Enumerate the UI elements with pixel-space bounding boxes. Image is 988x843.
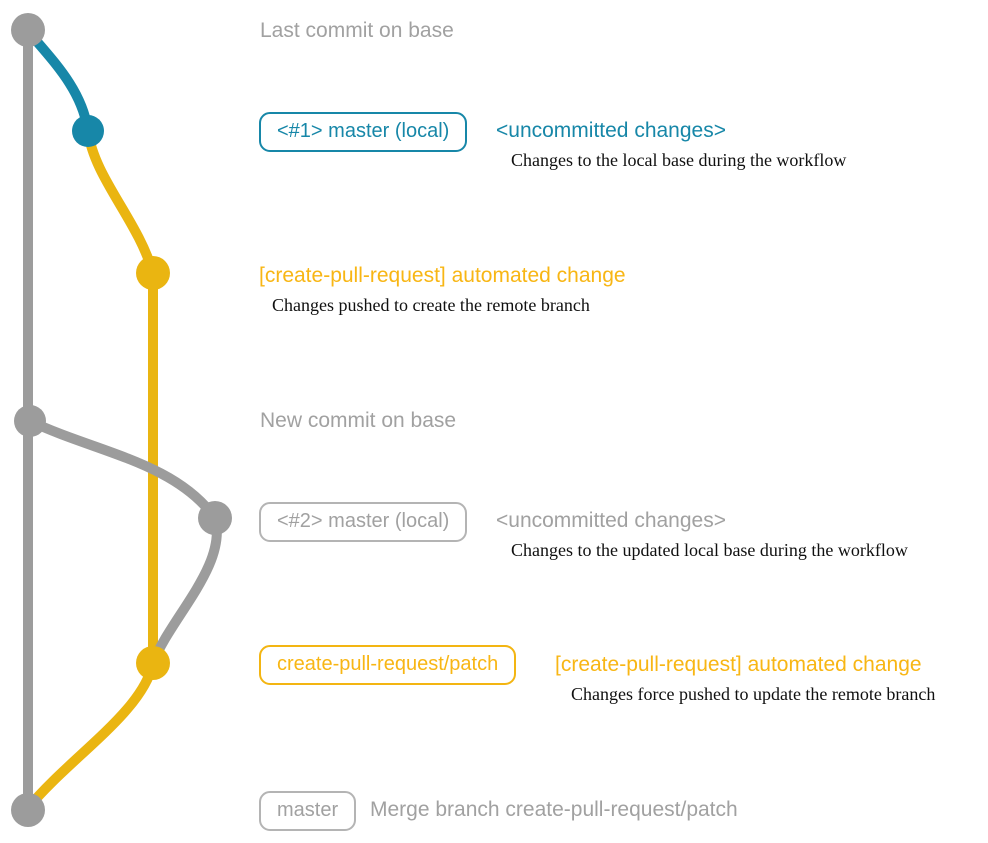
commit-new-base (14, 405, 46, 437)
merge-edge (23, 658, 158, 813)
commit-local-2 (198, 501, 232, 535)
caption-updated-local-base-changes: Changes to the updated local base during… (511, 540, 908, 560)
annotation-automated-change-1: [create-pull-request] automated change (259, 264, 626, 287)
branch-badge-create-pull-request-patch: create-pull-request/patch (259, 645, 517, 685)
commit-local-1 (72, 115, 104, 147)
branch-badge-master-local-1: <#1> master (local) (259, 112, 468, 152)
annotation-last-commit: Last commit on base (260, 19, 454, 42)
commit-patch-2 (136, 646, 170, 680)
annotation-merge-branch: Merge branch create-pull-request/patch (370, 798, 738, 821)
patch-branch-edge-1 (83, 126, 158, 278)
local-change-edge-2 (25, 416, 220, 523)
annotation-uncommitted-changes-1: <uncommitted changes> (496, 119, 726, 142)
branch-badge-master-local-2: <#2> master (local) (259, 502, 468, 542)
caption-local-base-changes: Changes to the local base during the wor… (511, 150, 847, 170)
branch-badge-master: master (259, 791, 357, 831)
commit-graph (11, 13, 232, 827)
annotation-automated-change-2: [create-pull-request] automated change (555, 653, 922, 676)
commit-patch-1 (136, 256, 170, 290)
annotation-new-commit: New commit on base (260, 409, 457, 432)
local-change-edge-1 (23, 26, 93, 136)
commit-merge (11, 793, 45, 827)
patch-update-edge (148, 513, 222, 668)
commit-last-base (11, 13, 45, 47)
caption-changes-force-pushed: Changes force pushed to update the remot… (571, 684, 936, 704)
annotation-uncommitted-changes-2: <uncommitted changes> (496, 509, 726, 532)
caption-changes-pushed: Changes pushed to create the remote bran… (272, 295, 590, 315)
